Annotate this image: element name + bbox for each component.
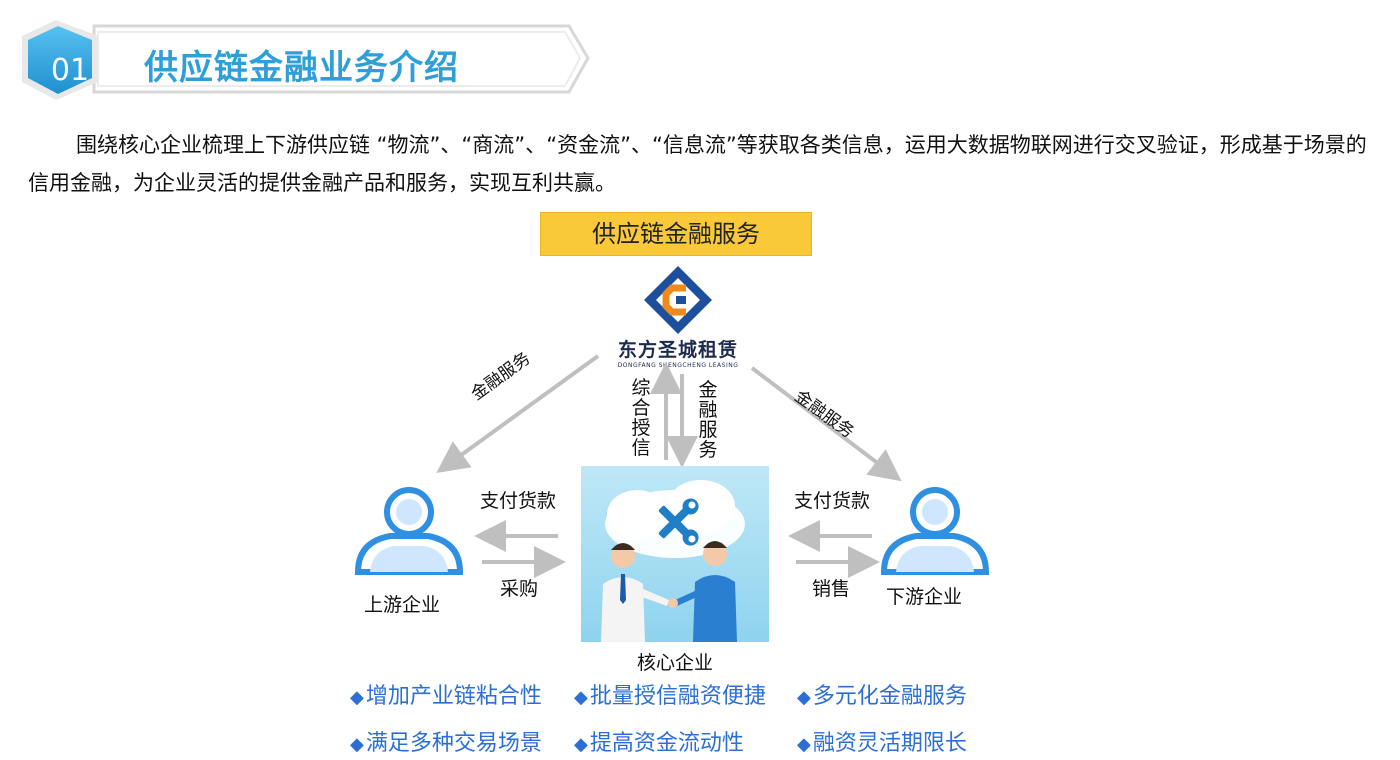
label-right-sell: 销售 <box>812 578 851 600</box>
downstream-user-icon <box>876 486 994 586</box>
label-down-vertical: 金融服务 <box>698 379 718 461</box>
node-downstream: 下游企业 <box>886 586 963 608</box>
benefit-item: ◆批量授信融资便捷 <box>574 684 766 709</box>
benefit-item: ◆多元化金融服务 <box>797 684 967 709</box>
upstream-user-icon <box>350 486 468 586</box>
company-name-cn: 东方圣城租赁 <box>617 339 738 361</box>
diamond-bullet-icon: ◆ <box>797 687 811 708</box>
diamond-bullet-icon: ◆ <box>350 734 364 755</box>
section-title: 供应链金融业务介绍 <box>144 48 459 88</box>
section-header-shape <box>22 20 590 100</box>
arrow-right-diagonal <box>750 366 902 482</box>
section-header: 01 供应链金融业务介绍 <box>14 12 604 108</box>
section-number: 01 <box>50 53 90 88</box>
diagram-title-banner: 供应链金融服务 <box>540 212 812 256</box>
label-left-pay: 支付货款 <box>480 490 557 512</box>
core-enterprise-illustration <box>581 466 769 642</box>
label-left-buy: 采购 <box>500 578 539 600</box>
label-up-vertical: 综合授信 <box>631 377 651 459</box>
diamond-bullet-icon: ◆ <box>797 734 811 755</box>
company-logo-icon <box>642 264 714 336</box>
label-right-pay: 支付货款 <box>794 490 871 512</box>
diamond-bullet-icon: ◆ <box>574 734 588 755</box>
benefit-item: ◆增加产业链粘合性 <box>350 684 542 709</box>
node-core: 核心企业 <box>637 652 714 674</box>
benefit-item: ◆满足多种交易场景 <box>350 731 542 756</box>
node-upstream: 上游企业 <box>364 594 441 616</box>
benefit-item: ◆融资灵活期限长 <box>797 731 967 756</box>
benefit-item: ◆提高资金流动性 <box>574 731 744 756</box>
arrow-left-diagonal <box>436 354 600 474</box>
intro-paragraph: 围绕核心企业梳理上下游供应链 “物流”、“商流”、“资金流”、“信息流”等获取各… <box>28 133 1367 195</box>
diamond-bullet-icon: ◆ <box>574 687 588 708</box>
diamond-bullet-icon: ◆ <box>350 687 364 708</box>
